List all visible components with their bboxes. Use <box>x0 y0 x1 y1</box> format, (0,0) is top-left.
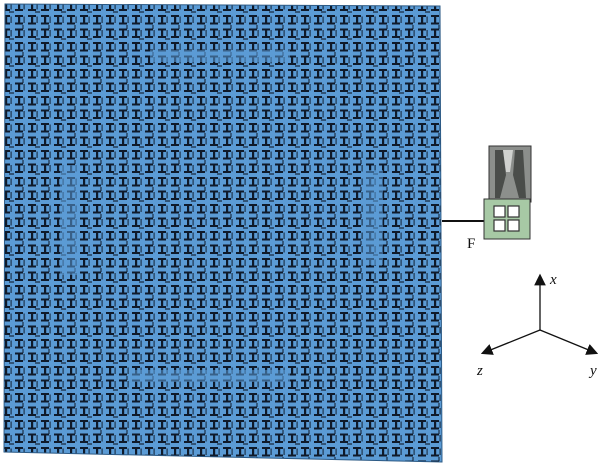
feed-label: F <box>467 236 475 252</box>
patch-array-icon <box>483 198 531 240</box>
feed-horn-inner <box>495 150 526 198</box>
z-axis-label: z <box>476 363 483 379</box>
metasurface-panel-border <box>3 3 443 463</box>
metasurface-panel-overlay <box>4 4 442 462</box>
z-axis-arrow <box>480 329 541 355</box>
rotated-cell-regions <box>60 50 383 382</box>
metasurface-panel <box>3 3 443 463</box>
patch-cells <box>493 205 520 232</box>
y-axis-label: y <box>588 363 597 379</box>
y-axis-arrow <box>539 329 599 355</box>
x-axis-label: x <box>549 272 557 288</box>
feed-horn-icon <box>483 145 532 240</box>
coordinate-axes: x z y <box>476 272 599 379</box>
